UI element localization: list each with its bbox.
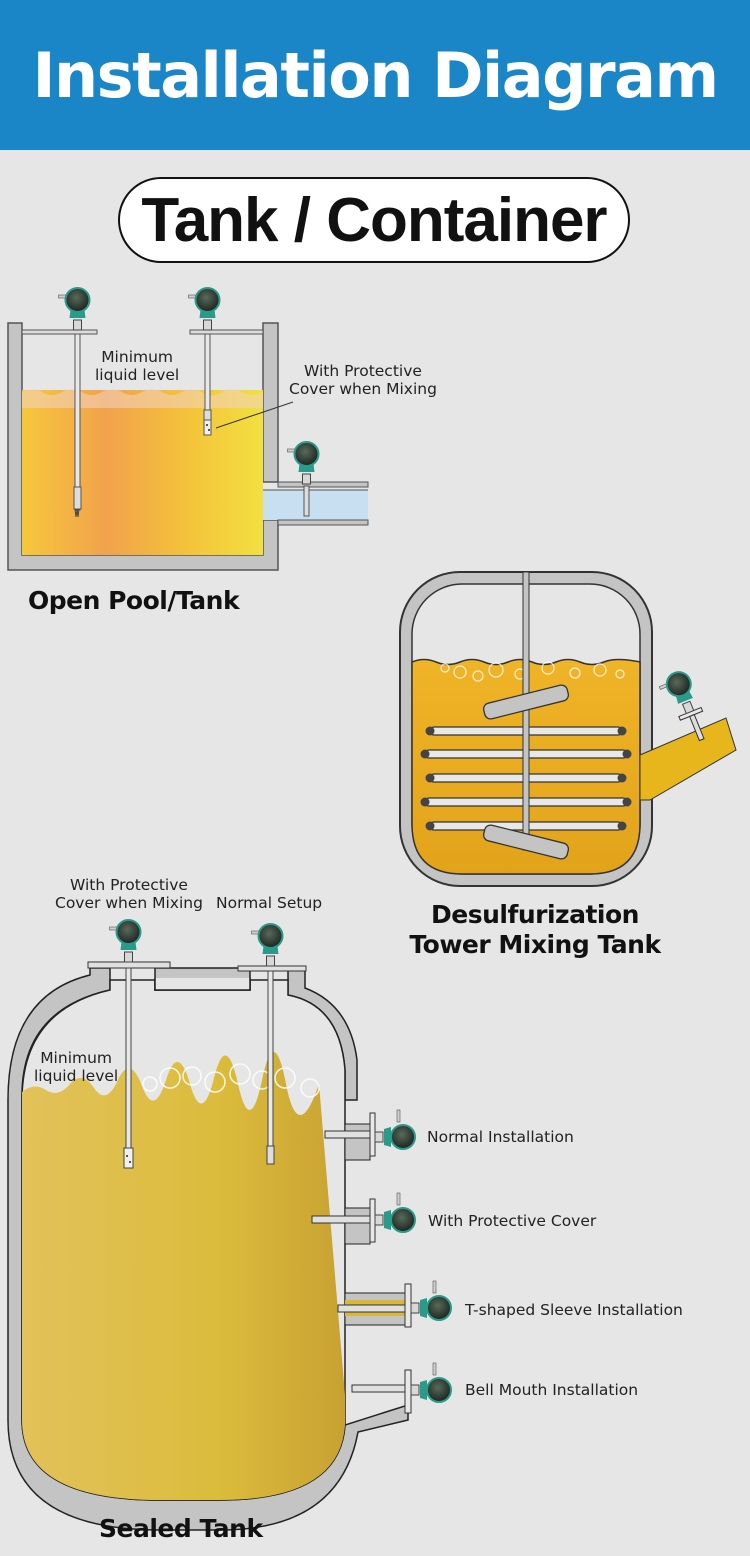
label-protective-cover: With Protective Cover when Mixing: [289, 362, 437, 398]
sealed-tank-diagram: [7, 919, 452, 1531]
label-line: Minimum: [101, 348, 174, 366]
title-line: Desulfurization: [431, 900, 639, 929]
label-t-shaped-sleeve: T-shaped Sleeve Installation: [465, 1301, 683, 1319]
agitator-blade: [482, 824, 570, 860]
outlet-water: [263, 490, 368, 520]
label-line: Cover when Mixing: [55, 894, 203, 912]
agitator-blade: [482, 684, 570, 720]
transmitter-icon: [410, 1280, 452, 1321]
pool-wall-right: [262, 322, 279, 483]
transmitter-icon: [374, 1109, 416, 1150]
pool-liquid: [22, 390, 263, 555]
label-line: Minimum: [40, 1049, 113, 1067]
label-bell-mouth: Bell Mouth Installation: [465, 1381, 639, 1399]
mixing-tank-diagram: [399, 571, 737, 887]
label-line: With Protective: [69, 876, 188, 894]
mixing-tank-title: Desulfurization Tower Mixing Tank: [400, 900, 670, 960]
transmitter-icon: [410, 1362, 452, 1403]
side-install-normal: [324, 1109, 416, 1161]
transmitter-icon: [286, 441, 320, 485]
transmitter-icon: [250, 923, 284, 967]
transmitter-icon: [108, 919, 142, 963]
section-title: Tank / Container: [141, 185, 607, 255]
side-install-bell-mouth: [351, 1362, 452, 1414]
label-normal-setup: Normal Setup: [216, 894, 323, 912]
title-line: Tower Mixing Tank: [409, 930, 661, 959]
page-title: Installation Diagram: [32, 38, 719, 112]
label-normal-installation: Normal Installation: [427, 1128, 574, 1146]
callout-line: [215, 401, 294, 429]
side-install-protective: [311, 1192, 416, 1245]
label-with-protective-cover: With Protective Cover: [428, 1212, 597, 1230]
label-line: With Protective: [303, 362, 422, 380]
transmitter-icon: [187, 287, 221, 331]
sealed-liquid: [22, 1051, 345, 1500]
label-line: liquid level: [95, 366, 180, 384]
open-pool-diagram: [7, 287, 369, 571]
section-title-pill: Tank / Container: [118, 177, 630, 263]
label-protective-cover: With Protective Cover when Mixing: [55, 876, 203, 912]
label-line: liquid level: [34, 1067, 119, 1085]
label-line: Cover when Mixing: [289, 380, 437, 398]
label-min-level: Minimum liquid level: [95, 348, 179, 384]
open-pool-title: Open Pool/Tank: [28, 586, 240, 615]
side-pipe: [639, 717, 737, 801]
transmitter-icon: [57, 287, 91, 331]
label-min-level: Minimum liquid level: [34, 1049, 118, 1085]
transmitter-icon: [374, 1192, 416, 1233]
header-banner: Installation Diagram: [0, 0, 750, 150]
side-install-t-sleeve: [337, 1280, 452, 1328]
sealed-tank-title: Sealed Tank: [99, 1514, 263, 1543]
